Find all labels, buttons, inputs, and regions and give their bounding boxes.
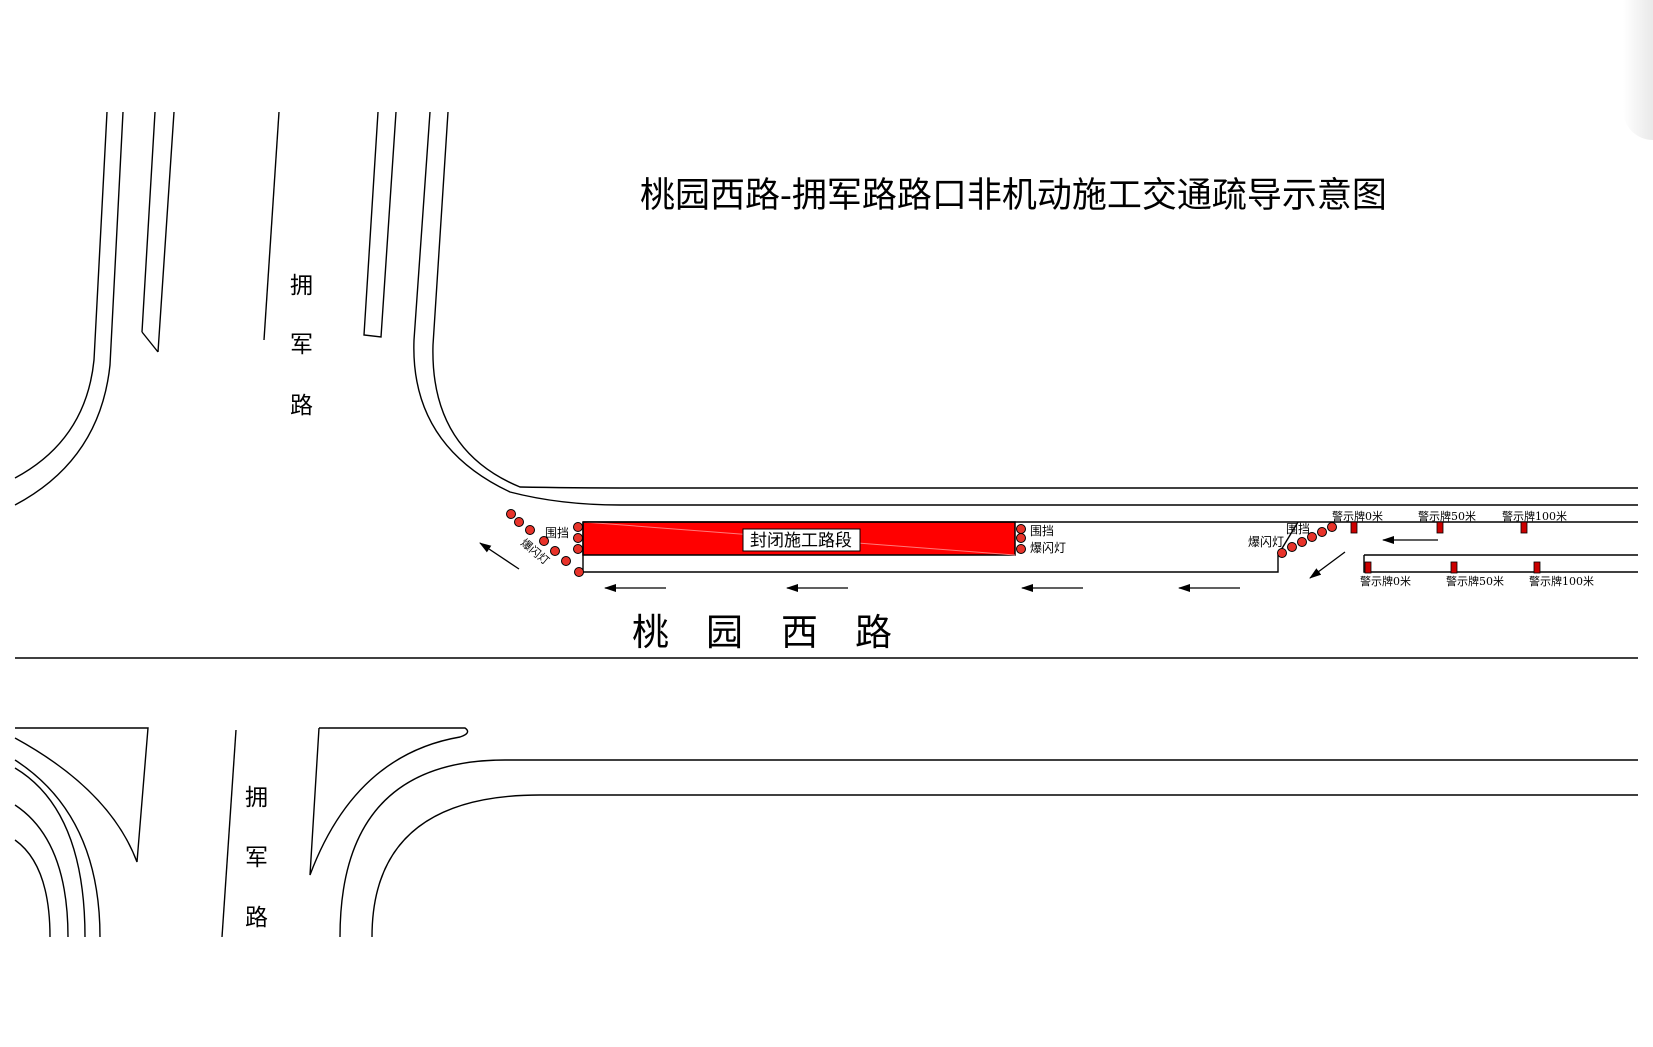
warning-sign-lower-0: 警示牌0米 [1360,574,1411,588]
closed-section-label: 封闭施工路段 [750,531,852,551]
main-road-char-3: 西 [781,611,818,654]
flash-light-entry-label: 爆闪灯 [1248,535,1284,549]
warning-signs-upper [1350,521,1528,534]
warning-sign-upper-0: 警示牌0米 [1332,509,1383,523]
cross-road-north-char-3: 路 [290,393,313,419]
main-road-char-4: 路 [855,611,892,654]
main-road-char-2: 园 [706,611,743,654]
barrier-left-label: 围挡 [545,526,569,540]
work-zone: 封闭施工路段 围挡 爆闪灯 围挡 爆闪灯 [506,509,1638,588]
warning-sign-lower-100: 警示牌100米 [1529,574,1594,588]
flash-lights-left [506,509,584,577]
cross-road-north-label: 拥 军 路 [290,273,313,419]
cross-road-north [14,111,1638,506]
cross-road-north-char-1: 拥 [290,273,313,299]
barrier-entry-label: 围挡 [1286,522,1310,536]
flash-light-right-end-label: 爆闪灯 [1030,541,1066,555]
cross-road-north-char-2: 军 [290,332,313,358]
warning-sign-upper-100: 警示牌100米 [1502,509,1567,523]
warning-signs-lower [1364,561,1541,574]
cross-road-south [14,727,1638,938]
cross-road-south-char-3: 路 [245,905,268,931]
warning-sign-upper-50: 警示牌50米 [1418,509,1476,523]
barrier-right-end-label: 围挡 [1030,524,1054,538]
page-corner-shadow [1623,0,1653,140]
traffic-direction-arrows [479,536,1438,592]
diagram-title: 桃园西路-拥军路路口非机动施工交通疏导示意图 [640,176,1387,216]
flash-lights-entry [1277,522,1337,558]
cross-road-south-char-1: 拥 [245,785,268,811]
cross-road-south-label: 拥 军 路 [245,785,268,931]
main-road-char-1: 桃 [632,611,669,654]
main-road-label: 桃 园 西 路 [632,611,892,654]
flash-lights-right-end [1016,524,1026,554]
warning-sign-lower-50: 警示牌50米 [1446,574,1504,588]
cross-road-south-char-2: 军 [245,845,268,871]
